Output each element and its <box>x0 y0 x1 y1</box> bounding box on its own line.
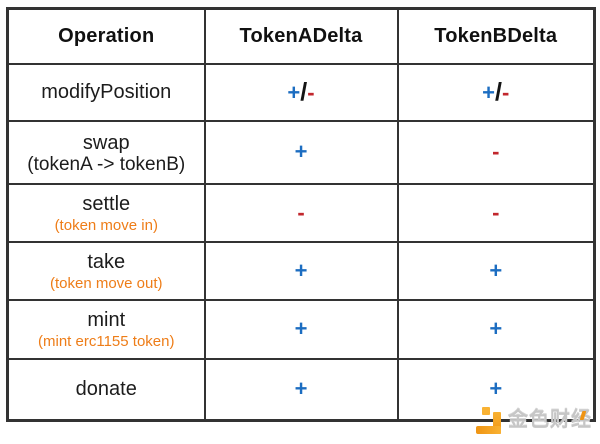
operation-name: modifyPosition <box>41 81 172 103</box>
plus-sign: + <box>294 257 308 283</box>
operation-note: (mint erc1155 token) <box>38 333 175 350</box>
logo-horizontal-bar <box>476 426 501 434</box>
operation-name: settle <box>82 192 131 215</box>
token-a-delta-cell: - <box>203 182 399 243</box>
token-b-delta-cell: +/- <box>396 62 596 122</box>
token-a-delta-cell: + <box>203 298 399 360</box>
operations-table: Operation TokenADelta TokenBDelta modify… <box>6 7 596 422</box>
plus-sign: + <box>489 257 503 283</box>
table-row-swap: swap (tokenA -> tokenB) + - <box>6 119 596 185</box>
watermark-brand-text: 金色财经 <box>508 409 592 431</box>
plus-sign: + <box>294 316 308 341</box>
minus-sign: - <box>297 199 305 225</box>
operation-cell: donate <box>6 357 206 422</box>
logo-vertical-bar <box>493 412 501 434</box>
table-row-modifyposition: modifyPosition +/- +/- <box>6 62 596 122</box>
token-a-delta-cell: + <box>203 119 399 185</box>
operation-note: (tokenA -> tokenB) <box>27 153 186 175</box>
minus-sign: - <box>307 79 315 105</box>
plus-sign: + <box>287 79 301 105</box>
token-a-delta-cell: +/- <box>203 62 399 122</box>
header-row: Operation TokenADelta TokenBDelta <box>6 7 596 65</box>
logo-dot <box>482 407 490 415</box>
token-a-delta-cell: + <box>203 357 399 422</box>
minus-sign: - <box>492 199 500 225</box>
token-b-delta-cell: + <box>396 298 596 360</box>
plus-sign: + <box>489 376 503 402</box>
operation-name: mint <box>87 309 126 331</box>
operation-cell: mint (mint erc1155 token) <box>6 298 206 360</box>
jinse-logo-icon <box>476 407 501 434</box>
minus-sign: - <box>492 139 500 164</box>
plus-sign: + <box>489 316 503 341</box>
plus-sign: + <box>294 376 308 402</box>
plus-sign: + <box>482 79 496 105</box>
table-row-settle: settle (token move in) - - <box>6 182 596 243</box>
column-header-token-b-delta: TokenBDelta <box>396 7 596 65</box>
token-b-delta-cell: - <box>396 182 596 243</box>
plus-sign: + <box>294 139 308 164</box>
operation-cell: swap (tokenA -> tokenB) <box>6 119 206 185</box>
minus-sign: - <box>501 79 510 105</box>
token-b-delta-cell: - <box>396 119 596 185</box>
table-row-take: take (token move out) + + <box>6 240 596 301</box>
column-header-token-a-delta: TokenADelta <box>203 7 399 65</box>
operation-cell: take (token move out) <box>6 240 206 301</box>
slash-sign: / <box>495 77 502 106</box>
table-row-mint: mint (mint erc1155 token) + + <box>6 298 596 360</box>
token-a-delta-cell: + <box>203 240 399 301</box>
token-b-delta-cell: + <box>396 357 596 422</box>
watermark: 金色财经 <box>476 407 592 434</box>
table-row-donate: donate + + <box>6 357 596 422</box>
operation-name: swap <box>82 131 130 154</box>
operation-note: (token move out) <box>49 274 163 292</box>
operation-cell: modifyPosition <box>6 62 206 122</box>
column-header-operation: Operation <box>6 7 206 65</box>
operation-name: donate <box>75 378 137 401</box>
token-b-delta-cell: + <box>396 240 596 301</box>
operation-name: take <box>87 250 126 273</box>
operation-note: (token move in) <box>54 216 158 234</box>
slash-sign: / <box>300 77 308 106</box>
operation-cell: settle (token move in) <box>6 182 206 243</box>
